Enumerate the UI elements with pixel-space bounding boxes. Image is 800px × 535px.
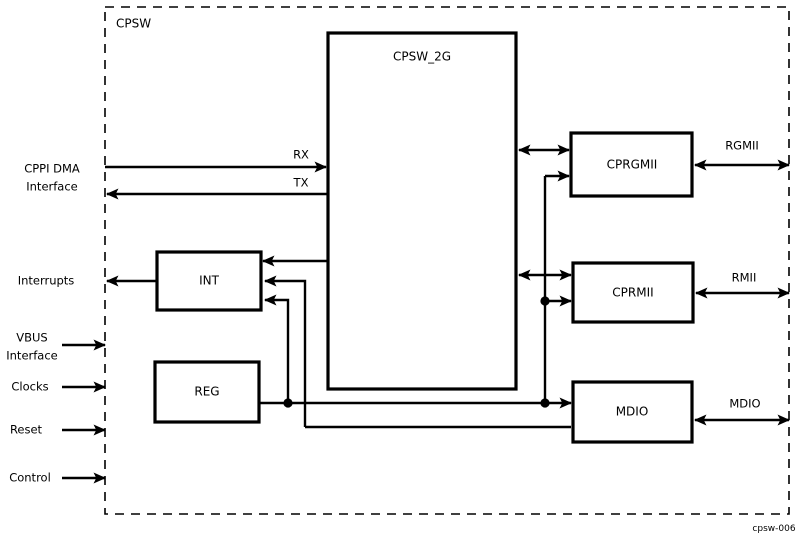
port-label-cppi-dma-line2: Interface xyxy=(26,180,78,194)
block-int[interactable]: INT xyxy=(155,250,263,312)
port-label-vbus-line1: VBUS xyxy=(16,331,47,345)
block-cprmii-rect xyxy=(571,261,695,324)
block-mdio-rect xyxy=(571,380,694,444)
block-reg-rect xyxy=(153,360,261,424)
figure-caption: cpsw-006 xyxy=(752,524,795,534)
junction-dot-reg xyxy=(283,398,293,408)
port-label-control: Control xyxy=(9,471,51,485)
block-reg[interactable]: REG xyxy=(153,360,261,424)
block-mdio-label: MDIO xyxy=(616,405,649,419)
block-int-label: INT xyxy=(199,274,220,288)
block-cprgmii-rect xyxy=(569,131,694,198)
block-cpsw2g[interactable]: CPSW_2G xyxy=(326,31,518,391)
block-cpsw2g-rect xyxy=(326,31,518,391)
signal-label-rmii: RMII xyxy=(732,271,757,285)
block-reg-label: REG xyxy=(194,385,219,399)
external-port-labels: CPPI DMA Interface Interrupts VBUS Inter… xyxy=(6,162,80,485)
cpsw-boundary-label: CPSW xyxy=(116,17,151,31)
cpsw-boundary xyxy=(104,6,790,515)
signal-label-mdio: MDIO xyxy=(729,397,760,411)
connections xyxy=(62,144,790,484)
block-int-rect xyxy=(155,250,263,312)
block-cpsw2g-label: CPSW_2G xyxy=(393,50,451,64)
block-cprgmii[interactable]: CPRGMII xyxy=(569,131,694,198)
wire-int-source-2 xyxy=(264,275,307,427)
port-label-clocks: Clocks xyxy=(11,380,48,394)
wire-int-source-3 xyxy=(264,294,290,403)
block-cprgmii-label: CPRGMII xyxy=(607,158,658,172)
signal-label-rx: RX xyxy=(293,148,309,162)
port-label-vbus-line2: Interface xyxy=(6,349,58,363)
block-cprmii[interactable]: CPRMII xyxy=(571,261,695,324)
block-cprmii-label: CPRMII xyxy=(612,286,653,300)
port-label-cppi-dma-line1: CPPI DMA xyxy=(24,162,80,176)
port-label-reset: Reset xyxy=(10,423,43,437)
port-label-interrupts: Interrupts xyxy=(18,274,75,288)
junction-dot-mdio xyxy=(540,398,550,408)
blocks: CPSW_2G CPRGMII CPRMII MDIO INT REG xyxy=(153,31,695,444)
junction-dot-cprmii xyxy=(540,296,550,306)
junction-dots xyxy=(283,296,550,408)
signal-labels: RX TX RGMII RMII MDIO xyxy=(293,139,761,411)
signal-label-tx: TX xyxy=(293,176,309,190)
signal-label-rgmii: RGMII xyxy=(725,139,759,153)
block-mdio[interactable]: MDIO xyxy=(571,380,694,444)
